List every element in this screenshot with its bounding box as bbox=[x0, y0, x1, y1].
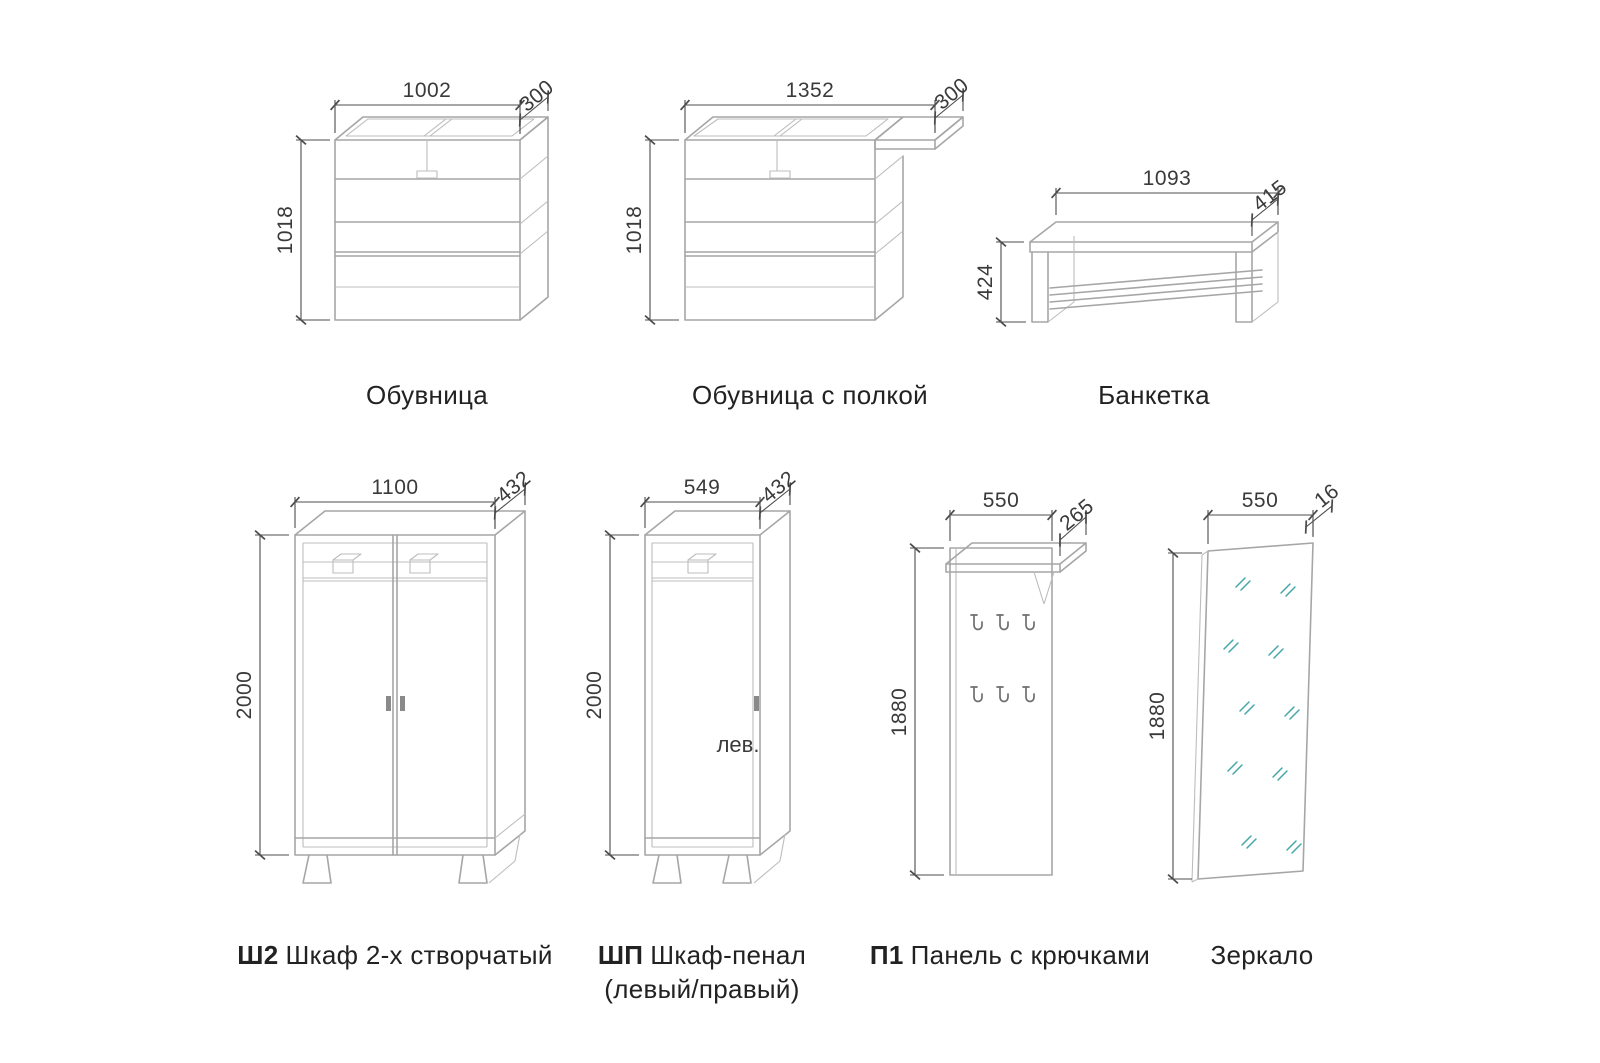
shoe-cabinet-outline bbox=[334, 116, 549, 321]
hook-panel-outline bbox=[945, 542, 1087, 876]
dim-height: 1880 bbox=[888, 688, 911, 737]
wardrobe-dimensions: 1100 432 2000 bbox=[233, 466, 535, 861]
dim-depth: 432 bbox=[757, 466, 800, 507]
drawing-wardrobe-2door: 1100 432 2000 bbox=[233, 466, 535, 884]
caption-label-line2: (левый/правый) bbox=[604, 973, 800, 1004]
caption-label: Обувница с полкой bbox=[692, 380, 928, 410]
dim-height: 1880 bbox=[1146, 692, 1169, 741]
caption-label: Обувница bbox=[366, 380, 488, 410]
caption-code: П1 bbox=[869, 940, 904, 970]
caption-bench: Банкетка bbox=[1034, 379, 1274, 413]
shoe-cabinet-shelf-dimensions: 1352 300 1018 bbox=[623, 73, 973, 326]
caption-label: Шкаф-пенал bbox=[650, 940, 807, 970]
wardrobe-outline bbox=[294, 510, 526, 884]
shoe-cabinet-dimensions: 1002 300 1018 bbox=[274, 75, 558, 326]
dim-height: 1018 bbox=[623, 206, 646, 255]
caption-shoe-cabinet-with-shelf: Обувница с полкой bbox=[650, 379, 970, 413]
side-note: лев. bbox=[717, 732, 760, 757]
caption-mirror: Зеркало bbox=[1142, 939, 1382, 973]
dim-depth: 300 bbox=[515, 75, 558, 116]
pencil-wardrobe-outline: лев. bbox=[644, 510, 791, 884]
caption-label: Банкетка bbox=[1098, 380, 1210, 410]
dim-depth: 16 bbox=[1310, 479, 1343, 512]
drawing-mirror: 550 16 1880 bbox=[1146, 479, 1344, 885]
bench-outline bbox=[1029, 221, 1279, 323]
caption-label: Шкаф 2-х створчатый bbox=[285, 940, 553, 970]
drawing-shoe-cabinet-with-shelf: 1352 300 1018 bbox=[623, 73, 973, 326]
drawing-shoe-cabinet: 1002 300 1018 bbox=[274, 75, 558, 326]
drawing-bench: 1093 415 424 bbox=[974, 167, 1292, 328]
dim-height: 424 bbox=[974, 264, 997, 301]
caption-code: ШП bbox=[597, 940, 644, 970]
caption-label: Зеркало bbox=[1210, 940, 1314, 970]
dim-height: 2000 bbox=[233, 671, 256, 720]
dim-height: 1018 bbox=[274, 206, 297, 255]
drawing-pencil-wardrobe: лев. 549 432 2000 bbox=[583, 466, 800, 884]
dim-depth: 432 bbox=[492, 466, 535, 507]
mirror-outline bbox=[1191, 542, 1314, 883]
drawing-hook-panel: 550 265 1880 bbox=[888, 489, 1098, 881]
pencil-wardrobe-dimensions: 549 432 2000 bbox=[583, 466, 800, 861]
caption-label: Панель с крючками bbox=[910, 940, 1151, 970]
dim-height: 2000 bbox=[583, 671, 606, 720]
dim-width: 550 bbox=[1242, 489, 1279, 512]
dim-width: 549 bbox=[684, 476, 721, 499]
dim-width: 1093 bbox=[1143, 167, 1192, 190]
dim-width: 550 bbox=[983, 489, 1020, 512]
caption-shoe-cabinet: Обувница bbox=[307, 379, 547, 413]
caption-code: Ш2 bbox=[237, 940, 279, 970]
mirror-dimensions: 550 16 1880 bbox=[1146, 479, 1344, 885]
bench-dimensions: 1093 415 424 bbox=[974, 167, 1292, 328]
dim-width: 1100 bbox=[371, 476, 418, 499]
hook-panel-dimensions: 550 265 1880 bbox=[888, 489, 1098, 881]
dim-width: 1352 bbox=[786, 79, 835, 102]
shoe-cabinet-shelf-outline bbox=[684, 116, 964, 321]
dim-depth: 300 bbox=[930, 73, 973, 114]
dim-depth: 265 bbox=[1055, 495, 1098, 536]
dim-width: 1002 bbox=[403, 79, 452, 102]
dim-depth: 415 bbox=[1249, 176, 1292, 217]
